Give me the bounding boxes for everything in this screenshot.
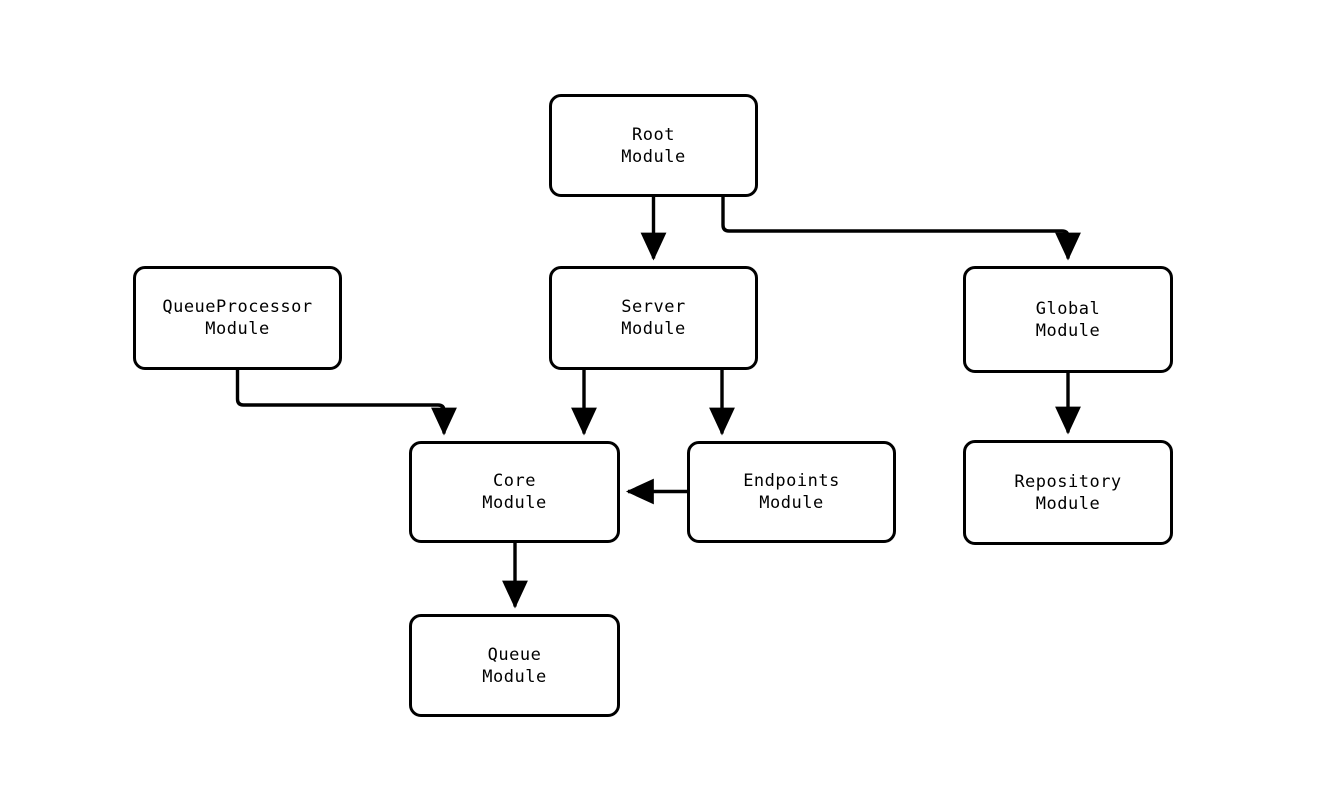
node-server-module-line2: Module	[621, 319, 686, 339]
node-endpoints-module-line1: Endpoints	[743, 471, 840, 491]
node-queueprocessor-module-line1: QueueProcessor	[162, 297, 313, 317]
node-endpoints-module[interactable]: Endpoints Module	[687, 441, 896, 543]
node-queueprocessor-module-line2: Module	[205, 319, 270, 339]
edge-queueprocessor-to-core	[235, 370, 457, 436]
node-queue-module-line2: Module	[482, 666, 547, 687]
node-server-module[interactable]: Server Module	[549, 266, 758, 370]
node-queue-module[interactable]: Queue Module	[409, 614, 620, 717]
node-global-module-line2: Module	[1035, 320, 1101, 341]
node-repository-module-line2: Module	[1035, 493, 1101, 514]
node-endpoints-module-line2: Module	[759, 493, 824, 513]
node-global-module-line1: Global	[1035, 298, 1101, 319]
node-repository-module-line1: Repository	[1014, 471, 1122, 492]
node-root-module-line2: Module	[621, 146, 686, 167]
edge-root-to-global	[721, 197, 1081, 261]
node-server-module-line1: Server	[621, 297, 686, 317]
node-core-module-line1: Core	[493, 471, 536, 491]
node-repository-module[interactable]: Repository Module	[963, 440, 1173, 545]
node-global-module[interactable]: Global Module	[963, 266, 1173, 373]
node-core-module[interactable]: Core Module	[409, 441, 620, 543]
node-queue-module-line1: Queue	[487, 644, 542, 665]
node-core-module-line2: Module	[482, 493, 547, 513]
node-root-module[interactable]: Root Module	[549, 94, 758, 197]
node-root-module-line1: Root	[632, 124, 675, 145]
node-queueprocessor-module[interactable]: QueueProcessor Module	[133, 266, 342, 370]
